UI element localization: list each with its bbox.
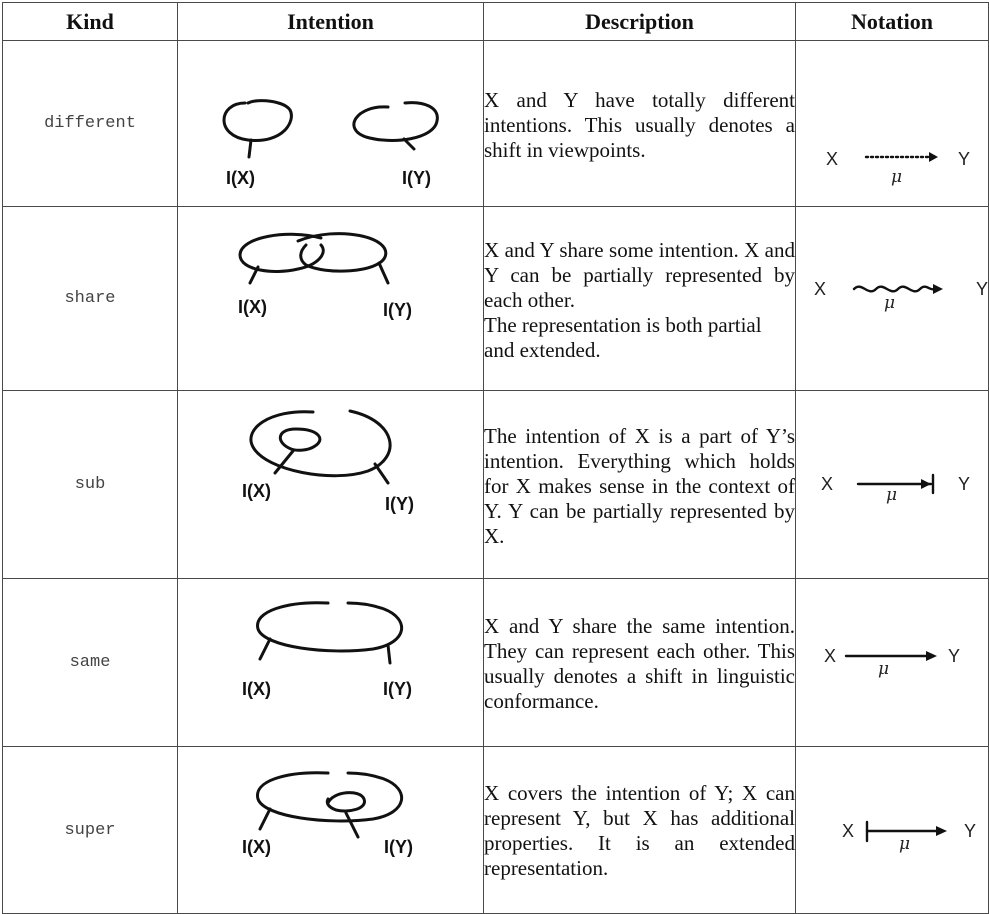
description-cell: X covers the intention of Y; X can repre… <box>483 746 796 914</box>
mu-symbol: μ <box>899 834 910 854</box>
description-cell: X and Y share some intention. X and Y ca… <box>483 206 796 391</box>
pointer-x <box>247 138 253 159</box>
label-iy: I(Y) <box>384 837 413 857</box>
description-cell: The intention of X is a part of Y’s inte… <box>483 390 796 579</box>
arrow-head <box>936 826 947 836</box>
table-row-different: different I(X) I(Y) X and Y have totally… <box>2 40 989 207</box>
kind-cell: sub <box>2 390 178 579</box>
pointer-x <box>248 265 260 285</box>
notation-different: X μ Y <box>795 40 989 207</box>
pointer-y <box>344 811 360 839</box>
notation-from: X <box>814 279 826 299</box>
intention-diagram-super: I(X) I(Y) <box>177 746 484 914</box>
label-ix: I(X) <box>242 837 271 857</box>
header-intention: Intention <box>177 2 484 41</box>
intention-diagram-share: I(X) I(Y) <box>177 206 484 391</box>
notation-sub: X μ Y <box>795 390 989 579</box>
ellipse-y <box>325 791 366 813</box>
pointer-x <box>258 637 272 661</box>
label-iy: I(Y) <box>385 494 414 514</box>
pointer-x <box>273 449 295 475</box>
label-ix: I(X) <box>238 297 267 317</box>
header-description: Description <box>483 2 796 41</box>
arrow-head <box>929 152 938 162</box>
ellipse-x <box>278 427 322 452</box>
ellipse-y <box>249 409 392 478</box>
notation-share: X μ Y <box>795 206 989 391</box>
ellipse-x <box>238 232 325 273</box>
label-iy: I(Y) <box>383 679 412 699</box>
arrow-head <box>933 284 943 294</box>
label-iy: I(Y) <box>383 300 412 320</box>
description-text-2: The representation is both partial and e… <box>484 312 762 362</box>
mu-symbol: μ <box>884 293 895 313</box>
intention-diagram-same: I(X) I(Y) <box>177 578 484 747</box>
kind-cell: different <box>2 40 178 207</box>
mu-symbol: μ <box>878 659 889 679</box>
pointer-y <box>386 643 392 665</box>
ellipse-x <box>256 771 403 823</box>
notation-to: Y <box>976 279 988 299</box>
notation-to: Y <box>964 821 976 841</box>
description-text: X and Y share some intention. X and Y ca… <box>484 237 795 312</box>
notation-from: X <box>826 149 838 169</box>
pointer-y <box>402 137 416 151</box>
description-text: X and Y share the same intention. They c… <box>484 613 795 713</box>
intention-diagram-sub: I(X) I(Y) <box>177 390 484 579</box>
notation-to: Y <box>958 474 970 494</box>
mu-symbol: μ <box>886 485 897 505</box>
table-row-share: share I(X) I(Y) X and Y share some inten… <box>2 206 989 391</box>
pointer-x <box>258 807 272 831</box>
table-row-same: same I(X) I(Y) X and Y share the same in… <box>2 578 989 747</box>
arrow-head <box>926 651 937 661</box>
notation-same: X μ Y <box>795 578 989 747</box>
header-kind: Kind <box>2 2 178 41</box>
header-row: Kind Intention Description Notation <box>2 2 989 41</box>
kind-cell: same <box>2 578 178 747</box>
description-cell: X and Y have totally different intention… <box>483 40 796 207</box>
notation-to: Y <box>958 149 970 169</box>
pointer-y <box>377 261 390 285</box>
kind-cell: super <box>2 746 178 914</box>
label-iy: I(Y) <box>402 168 431 188</box>
description-text: X and Y have totally different intention… <box>484 88 795 162</box>
ellipse-xy <box>256 601 403 653</box>
pointer-y <box>373 462 390 485</box>
table-row-sub: sub I(X) I(Y) The intention of X is a pa… <box>2 390 989 579</box>
ellipse-x <box>222 99 293 142</box>
table-row-super: super I(X) I(Y) X covers the intention o… <box>2 746 989 914</box>
intention-diagram-different: I(X) I(Y) <box>177 40 484 207</box>
description-text: The intention of X is a part of Y’s inte… <box>484 423 795 548</box>
header-notation: Notation <box>795 2 989 41</box>
mu-symbol: μ <box>891 167 902 187</box>
label-ix: I(X) <box>226 168 255 188</box>
arrow-head <box>921 479 931 489</box>
notation-from: X <box>842 821 854 841</box>
notation-to: Y <box>948 646 960 666</box>
ellipse-y <box>352 101 439 142</box>
description-text: X covers the intention of Y; X can repre… <box>484 781 795 880</box>
notation-from: X <box>824 646 836 666</box>
ellipse-y <box>296 232 388 273</box>
description-cell: X and Y share the same intention. They c… <box>483 578 796 747</box>
notation-from: X <box>821 474 833 494</box>
label-ix: I(X) <box>242 679 271 699</box>
wavy-arrow <box>852 285 936 293</box>
kind-cell: share <box>2 206 178 391</box>
label-ix: I(X) <box>242 481 271 501</box>
notation-super: X μ Y <box>795 746 989 914</box>
